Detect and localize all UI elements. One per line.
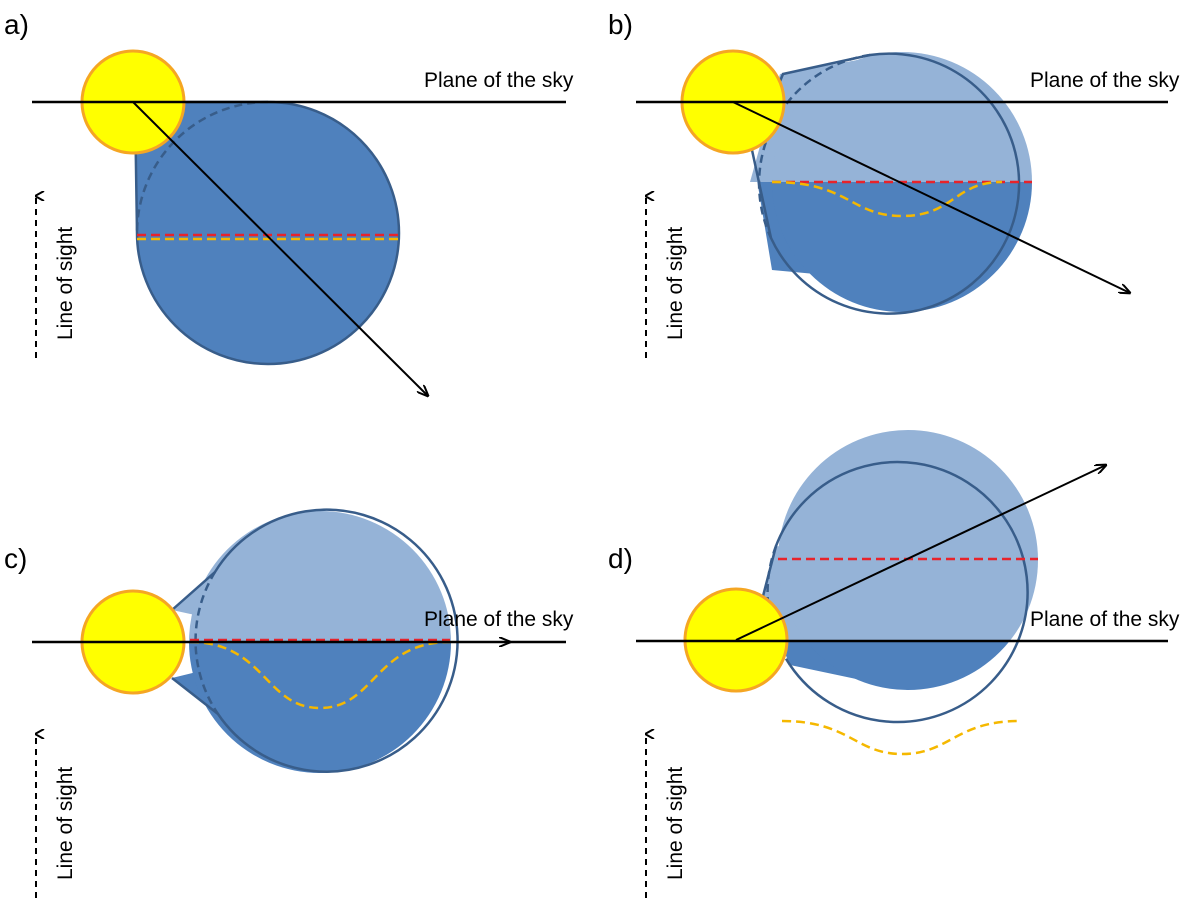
panel-a-line-of-sight-label: Line of sight — [54, 227, 77, 340]
panel-d-cme — [760, 460, 1029, 724]
panel-c-orange-dashed-curve — [189, 640, 451, 710]
panel-c: c) Plane of the sky Line of sight — [4, 508, 574, 898]
panel-b-plane-of-sky-label: Plane of the sky — [1030, 69, 1180, 92]
panel-a-cme-hidden-edge — [135, 100, 269, 234]
panel-b-cme — [750, 52, 1021, 315]
panel-c-cme — [171, 508, 459, 773]
panel-a-letter: a) — [4, 9, 29, 40]
panel-a-cme — [133, 100, 401, 366]
panel-a: a) Plane of the sky Line of sight — [4, 9, 574, 396]
panel-a-direction-arrow — [132, 101, 428, 396]
panel-c-plane-of-sky-label: Plane of the sky — [424, 608, 574, 631]
panel-d-direction-arrow — [735, 465, 1106, 641]
panel-b-letter: b) — [608, 9, 633, 40]
panel-d-line-of-sight-label: Line of sight — [664, 767, 687, 880]
panel-c-cme-hidden-edge — [194, 571, 220, 715]
panel-d: d) Plane of the sky Line of sight — [608, 430, 1180, 898]
panel-b-line-of-sight-label: Line of sight — [664, 227, 687, 340]
panel-d-plane-of-sky-label: Plane of the sky — [1030, 608, 1180, 631]
panel-d-orange-dashed-curve — [781, 719, 1021, 756]
panel-b-direction-arrow — [732, 101, 1130, 293]
panel-b: b) Plane of the sky Line of sight — [608, 9, 1180, 358]
panel-a-plane-of-sky-label: Plane of the sky — [424, 69, 574, 92]
panel-c-line-of-sight-label: Line of sight — [54, 767, 77, 880]
panel-d-letter: d) — [608, 543, 633, 574]
panel-c-letter: c) — [4, 543, 27, 574]
